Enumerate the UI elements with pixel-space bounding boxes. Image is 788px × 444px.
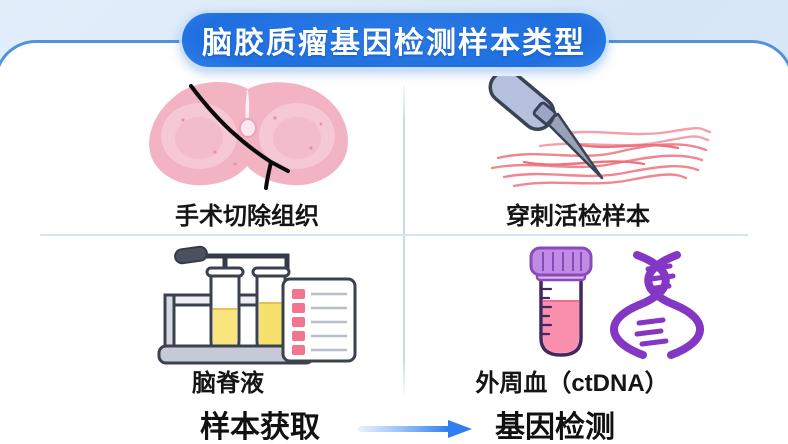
blood-tube-dna-icon [505,243,715,365]
brain-tissue-icon [135,76,360,196]
biopsy-needle-icon [480,76,715,196]
process-step-gene-testing: 基因检测 [495,411,615,444]
process-step-sample-acquisition: 样本获取 [200,411,320,444]
page-title: 脑胶质瘤基因检测样本类型 [202,27,586,60]
sample-label-biopsy: 穿刺活检样本 [506,203,650,230]
sample-label-csf: 脑脊液 [192,370,264,397]
csf-test-tubes-icon [155,243,365,365]
content-card [0,40,788,444]
vertical-divider [403,85,405,395]
horizontal-divider [40,234,748,236]
sample-label-peripheral-blood: 外周血（ctDNA） [475,370,669,397]
sample-label-surgical-tissue: 手术切除组织 [175,203,319,230]
arrow-right-icon [358,420,472,438]
title-banner: 脑胶质瘤基因检测样本类型 [182,13,606,67]
